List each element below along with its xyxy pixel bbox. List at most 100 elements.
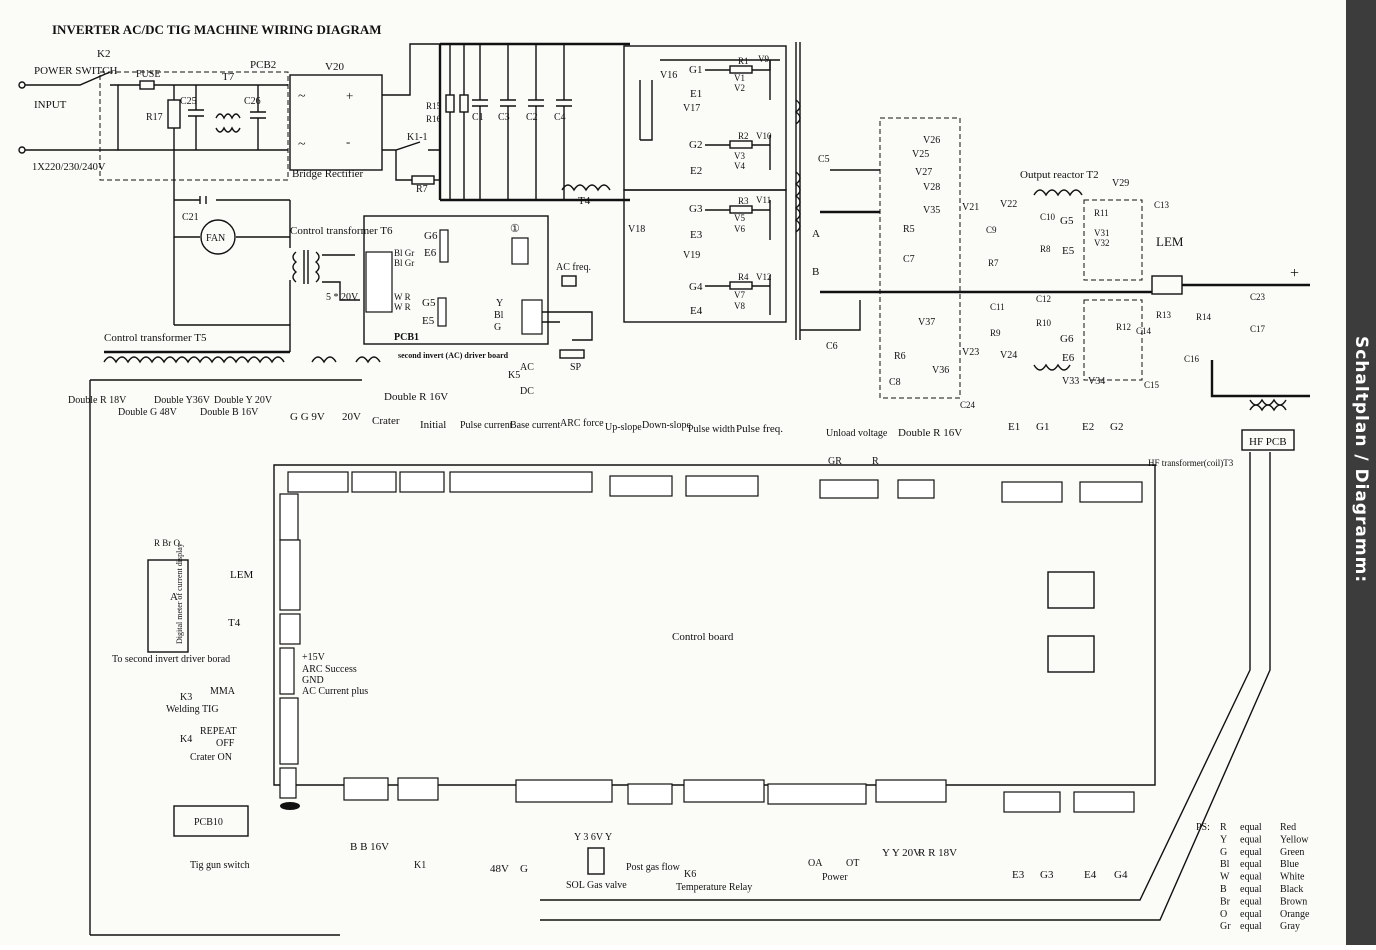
output-section: C5 C6 A B V26 V25 V27 V28 V35 R5 C7 V37 … bbox=[794, 42, 1310, 451]
v6-label: V6 bbox=[734, 224, 745, 234]
v29-label: V29 bbox=[1112, 178, 1129, 189]
k6-label: K6 bbox=[684, 869, 696, 880]
pulse-freq-label: Pulse freq. bbox=[736, 423, 783, 435]
ac-label: AC bbox=[520, 362, 534, 373]
legend-equal: equal bbox=[1240, 822, 1262, 833]
down-slope-label: Down-slope bbox=[642, 420, 691, 431]
ac-freq-label: AC freq. bbox=[556, 262, 591, 273]
e3-label: E3 bbox=[690, 229, 703, 241]
crater-on-label: Crater ON bbox=[190, 752, 232, 763]
lem-sensor bbox=[1151, 275, 1183, 295]
c26-label: C26 bbox=[244, 96, 261, 107]
arc-force-label: ARC force bbox=[560, 418, 604, 429]
r12-label: R12 bbox=[1116, 322, 1131, 332]
double-r16-top-label: Double R 16V bbox=[384, 391, 448, 403]
c7-label: C7 bbox=[903, 254, 915, 265]
e2-label: E2 bbox=[690, 165, 702, 177]
pcb1-e6-label: E6 bbox=[424, 247, 437, 259]
legend-key: Br bbox=[1220, 896, 1231, 907]
r9-label: R9 bbox=[990, 328, 1001, 338]
diagram-title: INVERTER AC/DC TIG MACHINE WIRING DIAGRA… bbox=[52, 22, 382, 37]
legend-equal: equal bbox=[1240, 909, 1262, 920]
legend-equal: equal bbox=[1240, 896, 1262, 907]
c13-label: C13 bbox=[1154, 200, 1170, 210]
sidebar-panel bbox=[1346, 0, 1376, 945]
sol-y36-label: Y 3 6V Y bbox=[574, 832, 612, 843]
sp-label: SP bbox=[570, 362, 582, 373]
unload-gr-label: GR bbox=[828, 456, 842, 467]
board-e2-label: E2 bbox=[1082, 421, 1094, 433]
sol-gas-valve-label: SOL Gas valve bbox=[566, 880, 627, 891]
v12-label: V12 bbox=[756, 272, 772, 282]
legend-key: Y bbox=[1220, 834, 1227, 845]
c25-label: C25 bbox=[180, 96, 197, 107]
ground-lug bbox=[280, 802, 300, 810]
hf-transformer-label: HF transformer(coil)T3 bbox=[1148, 458, 1234, 468]
p15v-label: +15V bbox=[302, 652, 326, 663]
pcb1-label: PCB1 bbox=[394, 332, 419, 343]
legend-value: Red bbox=[1280, 822, 1296, 833]
legend-value: Blue bbox=[1280, 859, 1299, 870]
pcb1-bl-gr-1: Bl Gr bbox=[394, 248, 414, 258]
sidebar-label-container: Schaltplan / Diagramm: bbox=[1346, 0, 1376, 945]
e4-label: E4 bbox=[1084, 869, 1097, 881]
off-label: OFF bbox=[216, 738, 235, 749]
r1-label: R1 bbox=[738, 56, 749, 66]
legend-key: O bbox=[1220, 909, 1227, 920]
board-g1-label: G1 bbox=[1036, 421, 1049, 433]
pcb1-bl-gr-2: Bl Gr bbox=[394, 258, 414, 268]
c14-label: C14 bbox=[1136, 326, 1152, 336]
five-20v-label: 5 * 20V bbox=[326, 292, 359, 303]
welding-tig-label: Welding TIG bbox=[166, 704, 219, 715]
v18-label: V18 bbox=[628, 224, 645, 235]
e3-label: E3 bbox=[1012, 869, 1025, 881]
c8-label: C8 bbox=[889, 377, 901, 388]
pulse-width-label: Pulse width bbox=[688, 424, 735, 435]
base-current-label: Base current bbox=[510, 420, 560, 431]
out-g5-label: G5 bbox=[1060, 215, 1074, 227]
bulk-capacitors bbox=[472, 44, 572, 200]
meter-r-br-o-label: R Br O bbox=[154, 538, 181, 548]
r3-label: R3 bbox=[738, 196, 749, 206]
v25-label: V25 bbox=[912, 149, 929, 160]
r13-label: R13 bbox=[1156, 310, 1172, 320]
v5-label: V5 bbox=[734, 213, 745, 223]
digital-meter-label: Digital meter of current display bbox=[175, 543, 184, 644]
crater-label: Crater bbox=[372, 415, 400, 427]
g2-label: G2 bbox=[689, 139, 702, 151]
v21-label: V21 bbox=[962, 202, 979, 213]
driver-section: V16 V17 V18 V19 G1 E1 G2 E2 G3 E3 G4 E4 … bbox=[363, 45, 787, 397]
v27-label: V27 bbox=[915, 167, 932, 178]
dc-label: DC bbox=[520, 386, 534, 397]
control-board-section: Double R 18V Double Y36V Double G 48V Do… bbox=[68, 379, 1271, 936]
v8-label: V8 bbox=[734, 301, 745, 311]
pcb1-bl-label: Bl bbox=[494, 310, 504, 321]
bridge-rectifier-box bbox=[289, 74, 383, 171]
pcb1-w-r-1: W R bbox=[394, 292, 411, 302]
pcb1-y-label: Y bbox=[496, 298, 503, 309]
v32-label: V32 bbox=[1094, 238, 1110, 248]
r6-label: R6 bbox=[894, 351, 906, 362]
repeat-label: REPEAT bbox=[200, 726, 237, 737]
control-transformer-t5-label: Control transformer T5 bbox=[104, 332, 207, 344]
legend-value: White bbox=[1280, 872, 1305, 883]
wiring-diagram-canvas: INVERTER AC/DC TIG MACHINE WIRING DIAGRA… bbox=[18, 22, 1310, 936]
legend-equal: equal bbox=[1240, 834, 1262, 845]
arc-success-label: ARC Success bbox=[302, 664, 357, 675]
oa-label: OA bbox=[808, 858, 823, 869]
c23-label: C23 bbox=[1250, 292, 1266, 302]
legend-value: Black bbox=[1280, 884, 1303, 895]
v33-label: V33 bbox=[1062, 376, 1079, 387]
legend-key: W bbox=[1220, 872, 1230, 883]
v20-board-label: 20V bbox=[342, 411, 361, 423]
wiring-diagram: INVERTER AC/DC TIG MACHINE WIRING DIAGRA… bbox=[18, 22, 1310, 936]
legend-equal: equal bbox=[1240, 847, 1262, 858]
legend-equal: equal bbox=[1240, 872, 1262, 883]
r7-input-resistor bbox=[411, 175, 435, 185]
pcb1-e5-label: E5 bbox=[422, 315, 435, 327]
v36-label: V36 bbox=[932, 365, 949, 376]
digital-meter-box bbox=[147, 559, 189, 653]
v20-label: V20 bbox=[325, 61, 344, 73]
bridge-rectifier-label: Bridge Rectifier bbox=[292, 168, 364, 180]
c9-label: C9 bbox=[986, 225, 997, 235]
